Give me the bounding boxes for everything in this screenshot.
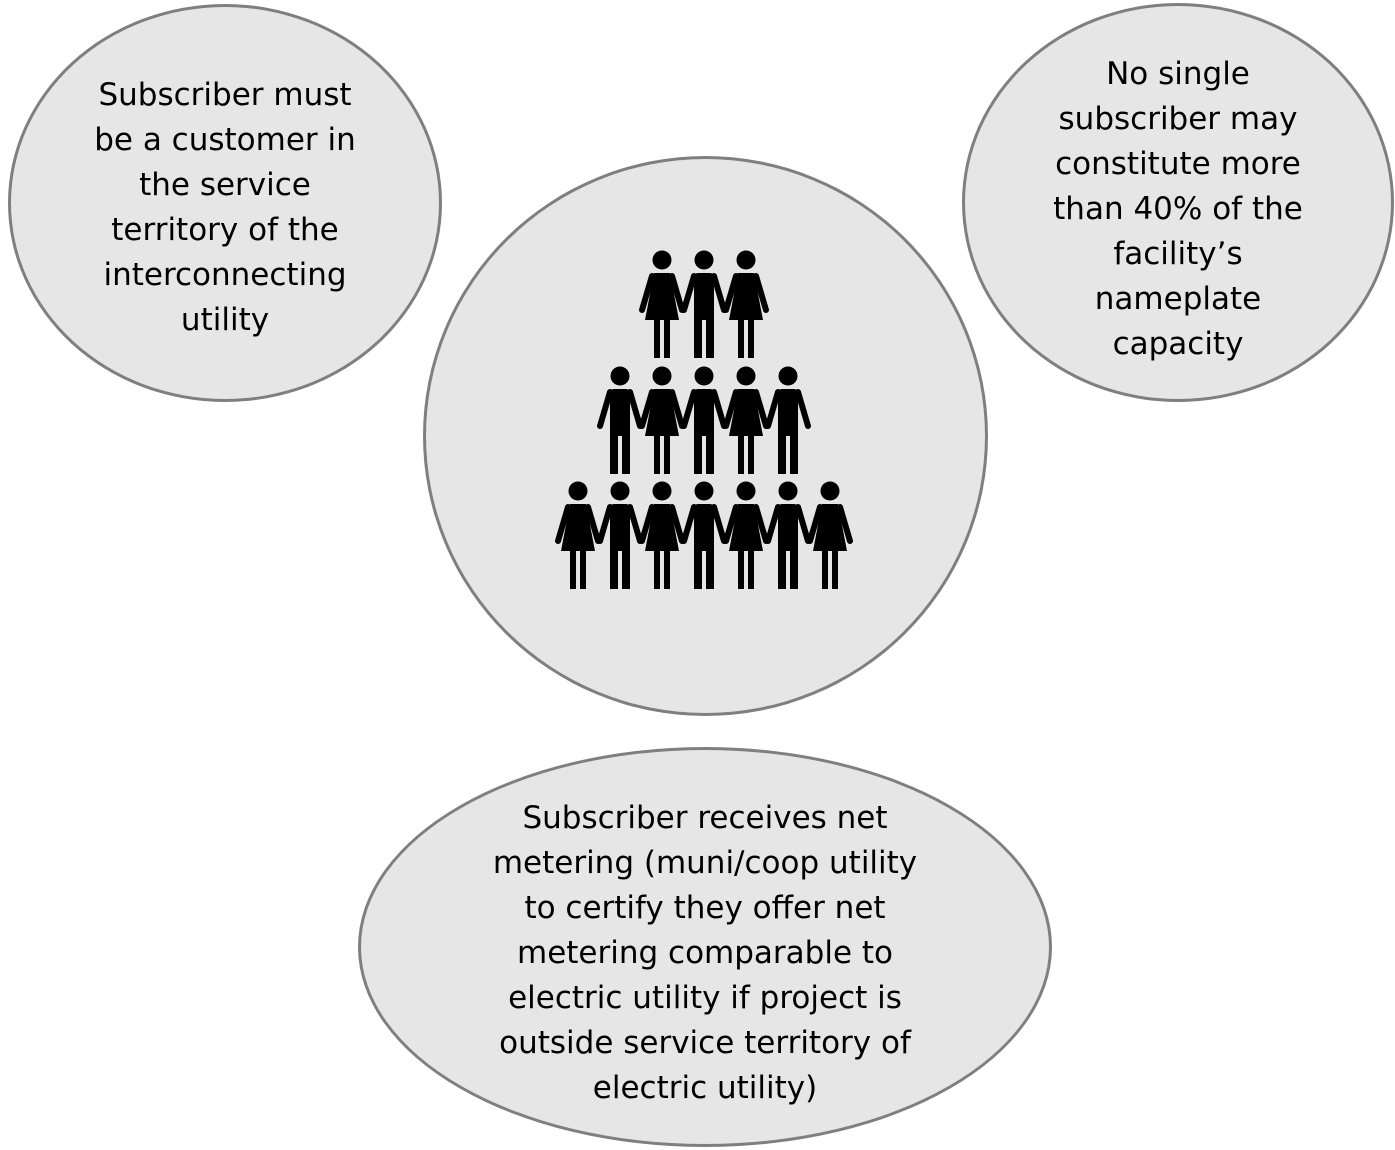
woman-figure-icon bbox=[639, 366, 685, 474]
woman-figure-icon bbox=[723, 250, 769, 358]
man-figure-icon bbox=[597, 481, 643, 589]
requirement-bubble-net-metering: Subscriber receives net metering (muni/c… bbox=[358, 747, 1052, 1147]
net-metering-requirement-text: Subscriber receives net metering (muni/c… bbox=[492, 800, 918, 1106]
service-territory-requirement-text: Subscriber must be a customer in the ser… bbox=[94, 77, 356, 338]
woman-figure-icon bbox=[555, 481, 601, 589]
man-figure-icon bbox=[597, 366, 643, 474]
man-figure-icon bbox=[681, 366, 727, 474]
woman-figure-icon bbox=[639, 250, 685, 358]
man-figure-icon bbox=[765, 366, 811, 474]
woman-figure-icon bbox=[639, 481, 685, 589]
requirement-bubble-capacity-limit: No single subscriber may constitute more… bbox=[962, 3, 1394, 402]
requirement-bubble-service-territory: Subscriber must be a customer in the ser… bbox=[8, 4, 442, 402]
man-figure-icon bbox=[765, 481, 811, 589]
woman-figure-icon bbox=[723, 366, 769, 474]
man-figure-icon bbox=[681, 481, 727, 589]
capacity-limit-requirement-text: No single subscriber may constitute more… bbox=[1053, 56, 1303, 362]
woman-figure-icon bbox=[723, 481, 769, 589]
woman-figure-icon bbox=[807, 481, 853, 589]
man-figure-icon bbox=[681, 250, 727, 358]
